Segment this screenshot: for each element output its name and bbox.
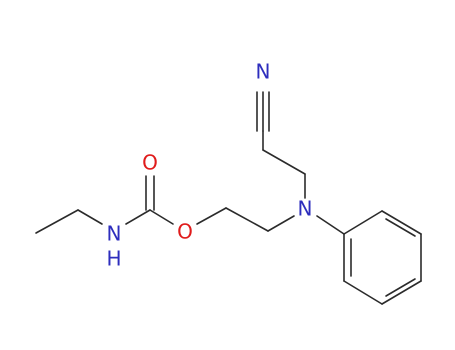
bond-n-ch2-ethyl xyxy=(77,209,103,225)
bond-o-carbonyl-c xyxy=(149,209,174,225)
bond-ch2-o xyxy=(196,207,227,225)
carbonyl-double-bond xyxy=(145,175,155,211)
bond-carbonyl-n xyxy=(125,209,151,225)
bond-n-ch2 xyxy=(267,215,295,232)
atom-ester-o: O xyxy=(177,220,193,244)
phenyl-ring xyxy=(343,210,422,305)
bond-ethyl-ch3 xyxy=(35,209,79,234)
atom-nitrile-n: N xyxy=(256,60,271,84)
atom-amine-n: N xyxy=(298,197,313,221)
bond-n-phenyl xyxy=(316,215,345,235)
bond-ch2-ch2-linker xyxy=(225,207,269,232)
atom-carbonyl-o: O xyxy=(142,151,158,175)
bond-ch2-ch2 xyxy=(262,149,306,175)
atom-carbamate-h: H xyxy=(106,247,121,271)
nitrile-triple-bond xyxy=(256,91,270,132)
atom-carbamate-n: N xyxy=(107,222,122,246)
